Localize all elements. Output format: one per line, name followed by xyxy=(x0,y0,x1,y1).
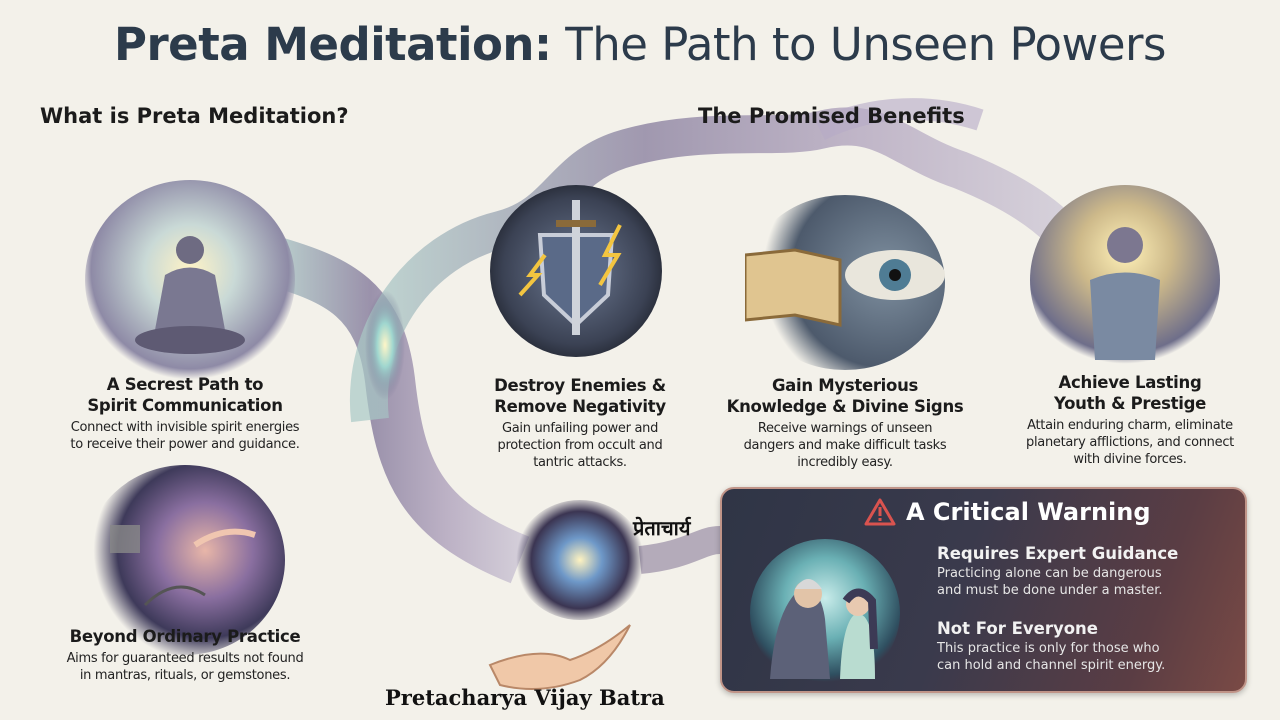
card-beyond-ordinary: Beyond Ordinary Practice Aims for guaran… xyxy=(66,627,304,683)
reaching-hands-illustration xyxy=(85,465,285,655)
sword-shield-illustration xyxy=(490,185,662,357)
master-and-disciple-illustration xyxy=(750,539,900,687)
youthful-figure-illustration xyxy=(1030,185,1220,375)
warning-item-not-for-everyone: Not For Everyone This practice is only f… xyxy=(937,619,1166,673)
warning-triangle-icon xyxy=(864,498,896,526)
page-title: Preta Meditation: The Path to Unseen Pow… xyxy=(114,18,1166,71)
critical-warning-panel: A Critical Warning Requires Expert Guida… xyxy=(720,487,1247,693)
author-name: Pretacharya Vijay Batra xyxy=(385,685,665,710)
devanagari-label: प्रेताचार्य xyxy=(633,516,691,540)
section-heading-what-is: What is Preta Meditation? xyxy=(40,104,349,128)
warning-item-expert-guidance: Requires Expert Guidance Practicing alon… xyxy=(937,544,1179,598)
book-and-eye-illustration xyxy=(743,195,945,370)
section-heading-benefits: The Promised Benefits xyxy=(698,104,965,128)
warning-title: A Critical Warning xyxy=(906,498,1151,526)
card-destroy-enemies: Destroy Enemies &Remove Negativity Gain … xyxy=(494,376,666,470)
meditating-figure-illustration xyxy=(85,180,295,380)
spirit-energy-swirl-illustration xyxy=(515,500,645,620)
open-hand-icon xyxy=(488,624,631,690)
